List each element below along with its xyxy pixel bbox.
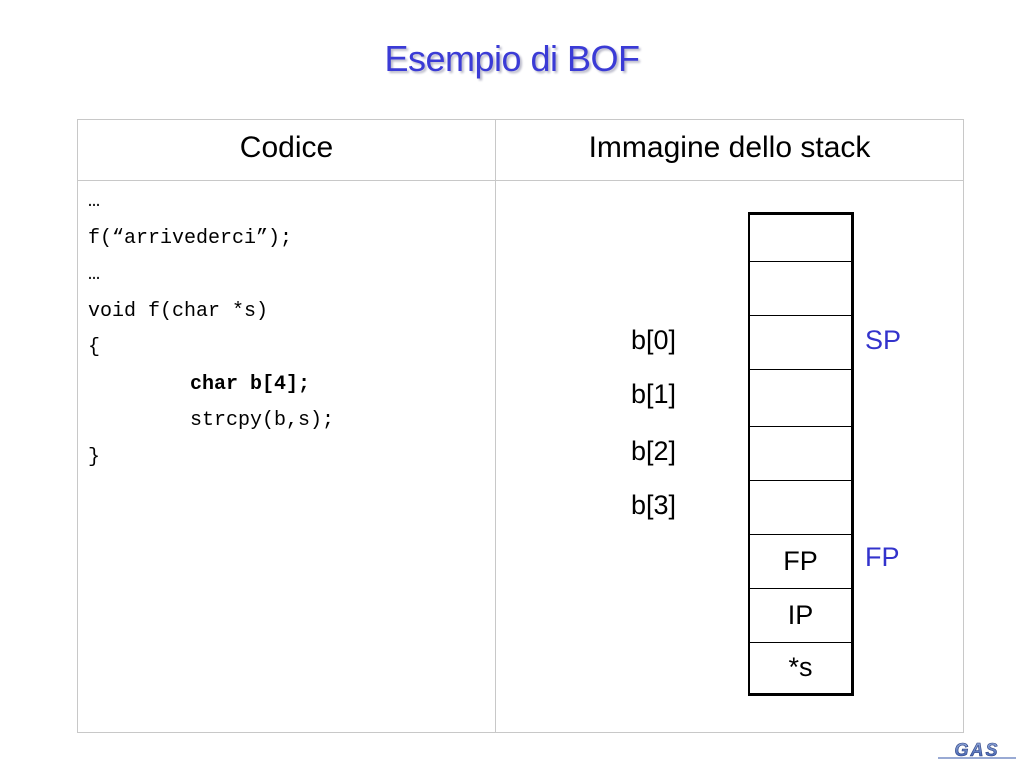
stack-cell: [748, 481, 854, 535]
code-block: … f(“arrivederci”); … void f(char *s) { …: [88, 184, 334, 476]
stack-pointer-label: SP: [865, 325, 902, 355]
code-line: …: [88, 190, 101, 213]
header-divider: [78, 180, 963, 181]
code-line: …: [88, 263, 101, 286]
code-line: char b[4];: [190, 372, 311, 396]
slide-title: Esempio di BOF: [384, 38, 640, 79]
code-line: void f(char *s): [88, 299, 269, 323]
stack-cell: [748, 316, 854, 370]
stack-cell: [748, 212, 854, 262]
gas-logo: GAS: [938, 740, 1016, 760]
stack-label-b2: b[2]: [630, 436, 676, 466]
frame-pointer-label: FP: [865, 542, 900, 572]
stack-label-b3: b[3]: [630, 490, 676, 520]
stack-cell-fp: FP: [748, 535, 854, 589]
stack-cell: [748, 370, 854, 427]
stack-label-b0: b[0]: [630, 325, 676, 355]
header-stack-image: Immagine dello stack: [588, 131, 871, 164]
code-line: {: [88, 336, 101, 359]
code-line: }: [88, 445, 101, 469]
code-line: strcpy(b,s);: [190, 409, 335, 432]
header-code: Codice: [239, 131, 334, 164]
svg-text:GAS: GAS: [954, 740, 999, 760]
stack-cell: [748, 427, 854, 481]
stack-cell: [748, 262, 854, 316]
stack-cell-s: *s: [748, 643, 854, 696]
code-line: f(“arrivederci”);: [88, 226, 293, 250]
stack-cell-ip: IP: [748, 589, 854, 643]
column-divider: [495, 120, 496, 732]
content-table: Codice Immagine dello stack … f(“arrived…: [77, 119, 964, 733]
stack-label-b1: b[1]: [630, 379, 676, 409]
